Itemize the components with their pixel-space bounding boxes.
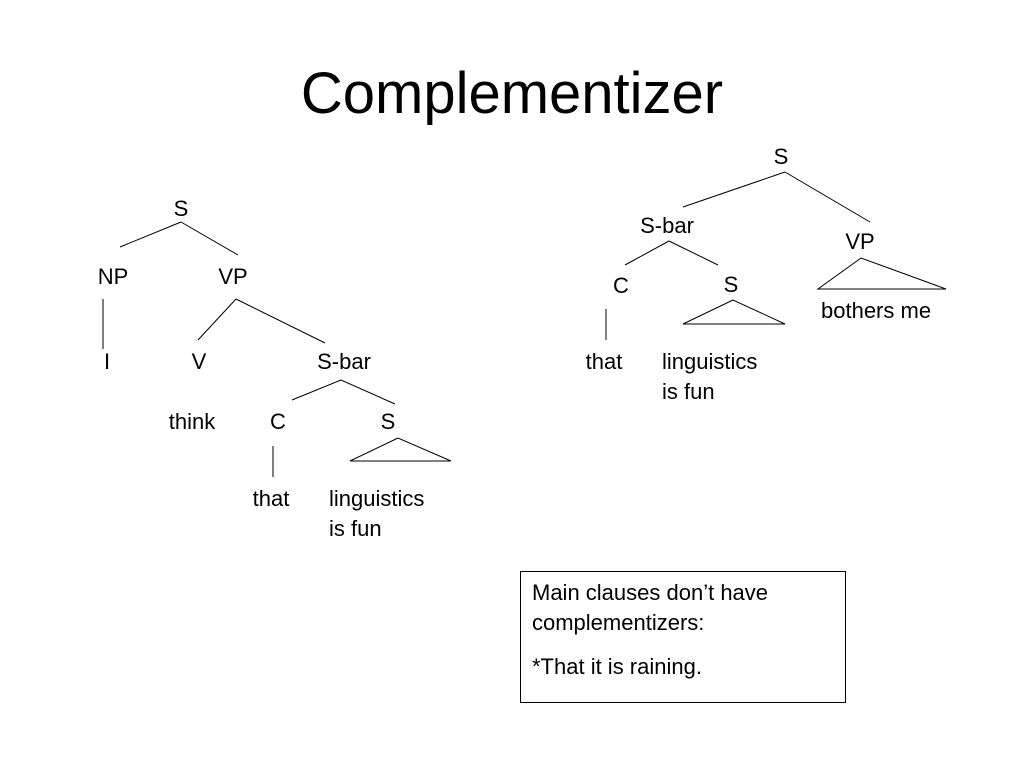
right-triangle-s [682, 299, 786, 325]
left-edge-s-np [119, 221, 182, 248]
left-node-c: C [270, 409, 286, 434]
left-leaf-think: think [168, 409, 216, 434]
right-edge-s-vp [784, 171, 871, 223]
left-node-s: S [173, 196, 189, 221]
right-triangle-vp [816, 257, 947, 290]
note-line2: *That it is raining. [532, 654, 702, 679]
left-leaf-that: that [252, 486, 290, 511]
left-node-i: I [103, 349, 111, 374]
slide-title: Complementizer [300, 61, 724, 126]
left-node-vp: VP [218, 264, 248, 289]
right-leaf-that: that [585, 349, 623, 374]
right-node-vp: VP [845, 229, 875, 254]
left-edge-vp-sbar [235, 298, 326, 344]
left-leaf-clause-line2: is fun [329, 516, 382, 541]
left-node-s2: S [380, 409, 396, 434]
right-node-c: C [613, 273, 629, 298]
right-edge-sbar-c [624, 240, 670, 266]
right-leaf-clause-line1: linguistics [662, 349, 758, 374]
right-node-s: S [773, 144, 789, 169]
left-edge-sbar-c [291, 379, 342, 401]
left-node-np: NP [97, 264, 129, 289]
left-edge-s-vp [180, 221, 239, 256]
note-line1: Main clauses don’t have complementizers: [532, 580, 769, 635]
right-edge-s-sbar [682, 171, 786, 208]
right-leaf-vp-text: bothers me [821, 298, 932, 323]
left-leaf-clause-line1: linguistics [329, 486, 425, 511]
left-edge-vp-v [197, 298, 237, 341]
left-node-v: V [191, 349, 207, 374]
right-leaf-clause-line2: is fun [662, 379, 715, 404]
right-node-s2: S [723, 272, 739, 297]
left-edge-sbar-s [340, 379, 396, 405]
left-triangle-s [349, 437, 452, 462]
right-edge-sbar-s [668, 240, 719, 266]
left-node-sbar: S-bar [317, 349, 371, 374]
note-box: Main clauses don’t have complementizers:… [520, 571, 846, 703]
right-node-sbar: S-bar [640, 213, 694, 238]
